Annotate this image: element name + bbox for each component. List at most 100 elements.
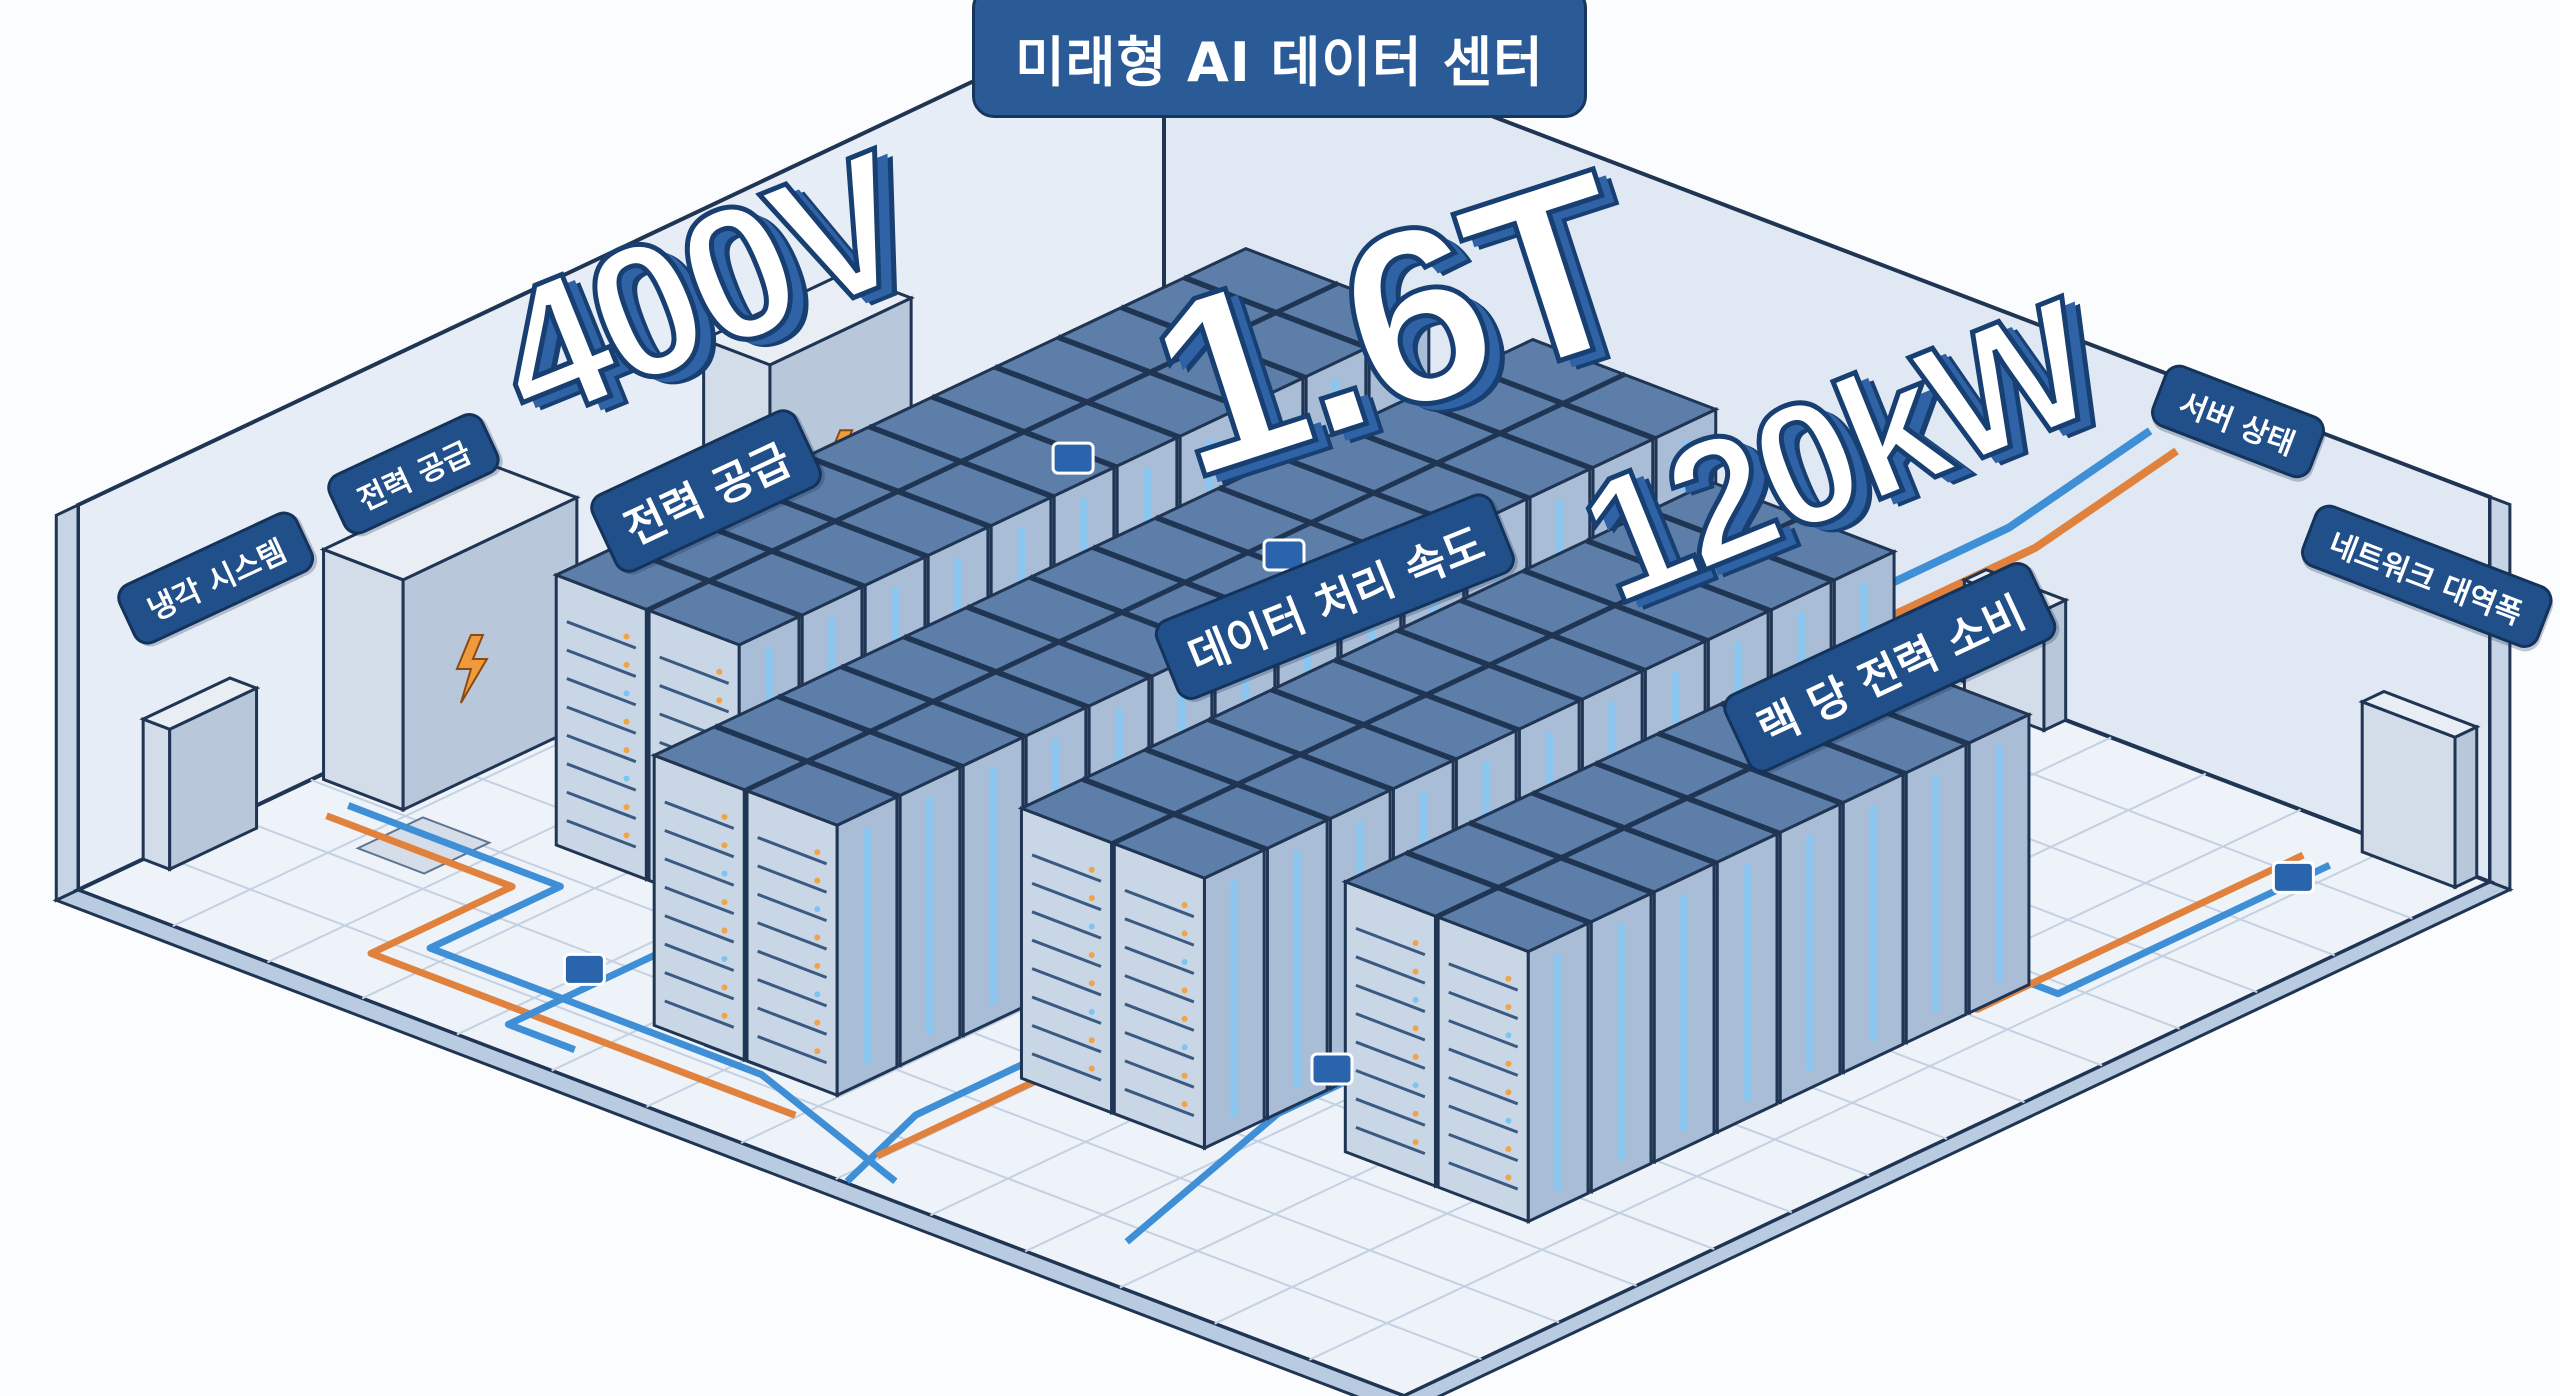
server-unit-slot: [757, 836, 828, 866]
server-rack-top: [1469, 337, 1627, 404]
server-rack-top: [930, 366, 1088, 433]
status-led: [1181, 958, 1188, 965]
server-rack-top: [993, 336, 1151, 403]
server-rack-top: [1080, 748, 1239, 815]
status-led: [814, 906, 821, 913]
status-led: [1412, 1025, 1419, 1032]
server-rack-top: [1458, 569, 1617, 636]
server-rack-top: [1677, 545, 1835, 612]
cable-run: [346, 802, 898, 1185]
server-rack-top: [1404, 822, 1563, 888]
server-rack-top: [776, 665, 934, 732]
server-rack: [1110, 813, 1269, 1151]
status-led: [1505, 1032, 1512, 1039]
server-rack-top: [1436, 432, 1594, 499]
status-led: [721, 842, 728, 849]
status-led: [1088, 980, 1095, 987]
server-rack-top: [1521, 539, 1680, 606]
server-unit-slot: [1355, 926, 1426, 957]
server-unit-slot: [664, 971, 735, 1001]
status-led: [1412, 1139, 1419, 1146]
server-unit-slot: [1448, 1161, 1519, 1191]
status-led: [1088, 923, 1095, 930]
status-led: [721, 927, 728, 934]
server-unit-slot: [566, 762, 637, 792]
server-rack: [1434, 887, 1592, 1224]
floor-tile-line: [1308, 844, 2396, 1361]
status-led: [1412, 1110, 1419, 1117]
server-unit-slot: [1448, 1019, 1519, 1049]
server-rack-top: [932, 671, 1090, 738]
server-unit-slot: [1355, 1069, 1426, 1099]
server-unit-slot: [1124, 945, 1195, 975]
cooling-control-panel-front: [141, 716, 172, 872]
server-rack-top: [1275, 282, 1433, 349]
server-rack-top: [1647, 480, 1806, 547]
network-monitor-panel-side: [2453, 724, 2479, 890]
power-cabinet: [319, 465, 581, 813]
server-rack-top: [1182, 247, 1340, 313]
server-rack-top: [1023, 401, 1181, 468]
server-unit-slot: [1124, 1002, 1195, 1032]
status-led: [1181, 1072, 1188, 1079]
status-led: [1088, 1008, 1095, 1015]
status-led: [814, 1048, 821, 1055]
server-unit-slot: [664, 942, 735, 972]
server-rack-top: [839, 636, 997, 702]
network-monitor-panel: [2358, 689, 2481, 890]
status-led: [623, 747, 630, 754]
server-rack-top: [1467, 792, 1626, 859]
status-led: [1412, 1053, 1419, 1060]
server-rack-top: [1362, 694, 1520, 761]
server-unit-slot: [1031, 938, 1102, 968]
server-unit-slot: [1124, 1059, 1195, 1089]
status-led: [721, 870, 728, 877]
status-led: [814, 1019, 821, 1026]
status-led: [623, 775, 630, 782]
status-led: [1181, 1101, 1188, 1108]
status-led: [814, 877, 821, 884]
server-unit-slot: [566, 648, 637, 678]
server-unit-slot: [757, 1035, 828, 1065]
server-unit-slot: [1448, 990, 1519, 1020]
status-led: [1505, 1117, 1512, 1124]
server-rack-top: [1206, 688, 1365, 755]
server-unit-slot: [757, 978, 828, 1008]
network-monitor-panel-top: [2358, 689, 2481, 739]
right-wall-edge: [2488, 494, 2512, 892]
server-unit-slot: [1031, 910, 1102, 940]
server-rack-top: [902, 606, 1060, 673]
server-unit-slot: [1448, 1076, 1519, 1106]
status-led: [721, 899, 728, 906]
server-rack-top: [771, 520, 929, 587]
status-led: [1088, 1037, 1095, 1044]
server-rack-top: [1212, 312, 1370, 379]
status-led: [1505, 1146, 1512, 1153]
server-unit-slot: [757, 1006, 828, 1036]
server-rack-top: [1149, 342, 1307, 408]
server-rack-top: [1614, 575, 1772, 642]
status-led: [623, 804, 630, 811]
server-unit-slot: [1355, 1012, 1426, 1042]
status-led: [1505, 1060, 1512, 1067]
server-unit-slot: [566, 620, 637, 650]
status-led: [623, 832, 630, 839]
server-unit-slot: [664, 829, 735, 859]
power-cabinet-front: [322, 547, 405, 812]
server-rack-top: [1086, 371, 1244, 438]
server-rack-top: [708, 550, 866, 617]
server-rack-top: [1017, 778, 1176, 845]
status-led: [1412, 997, 1419, 1004]
server-rack-top: [650, 725, 808, 792]
server-rack-top: [1056, 306, 1214, 373]
server-rack-top: [1497, 857, 1655, 924]
server-rack-top: [867, 396, 1025, 463]
server-rack-top: [1236, 754, 1394, 821]
status-led: [716, 668, 723, 675]
chat-bubble-icon: [562, 952, 606, 986]
status-led: [814, 934, 821, 941]
status-led: [1088, 1065, 1095, 1072]
server-rack-top: [965, 576, 1123, 643]
server-rack-top: [1623, 797, 1781, 864]
page-title: 미래형 AI 데이터 센터: [1015, 31, 1544, 94]
